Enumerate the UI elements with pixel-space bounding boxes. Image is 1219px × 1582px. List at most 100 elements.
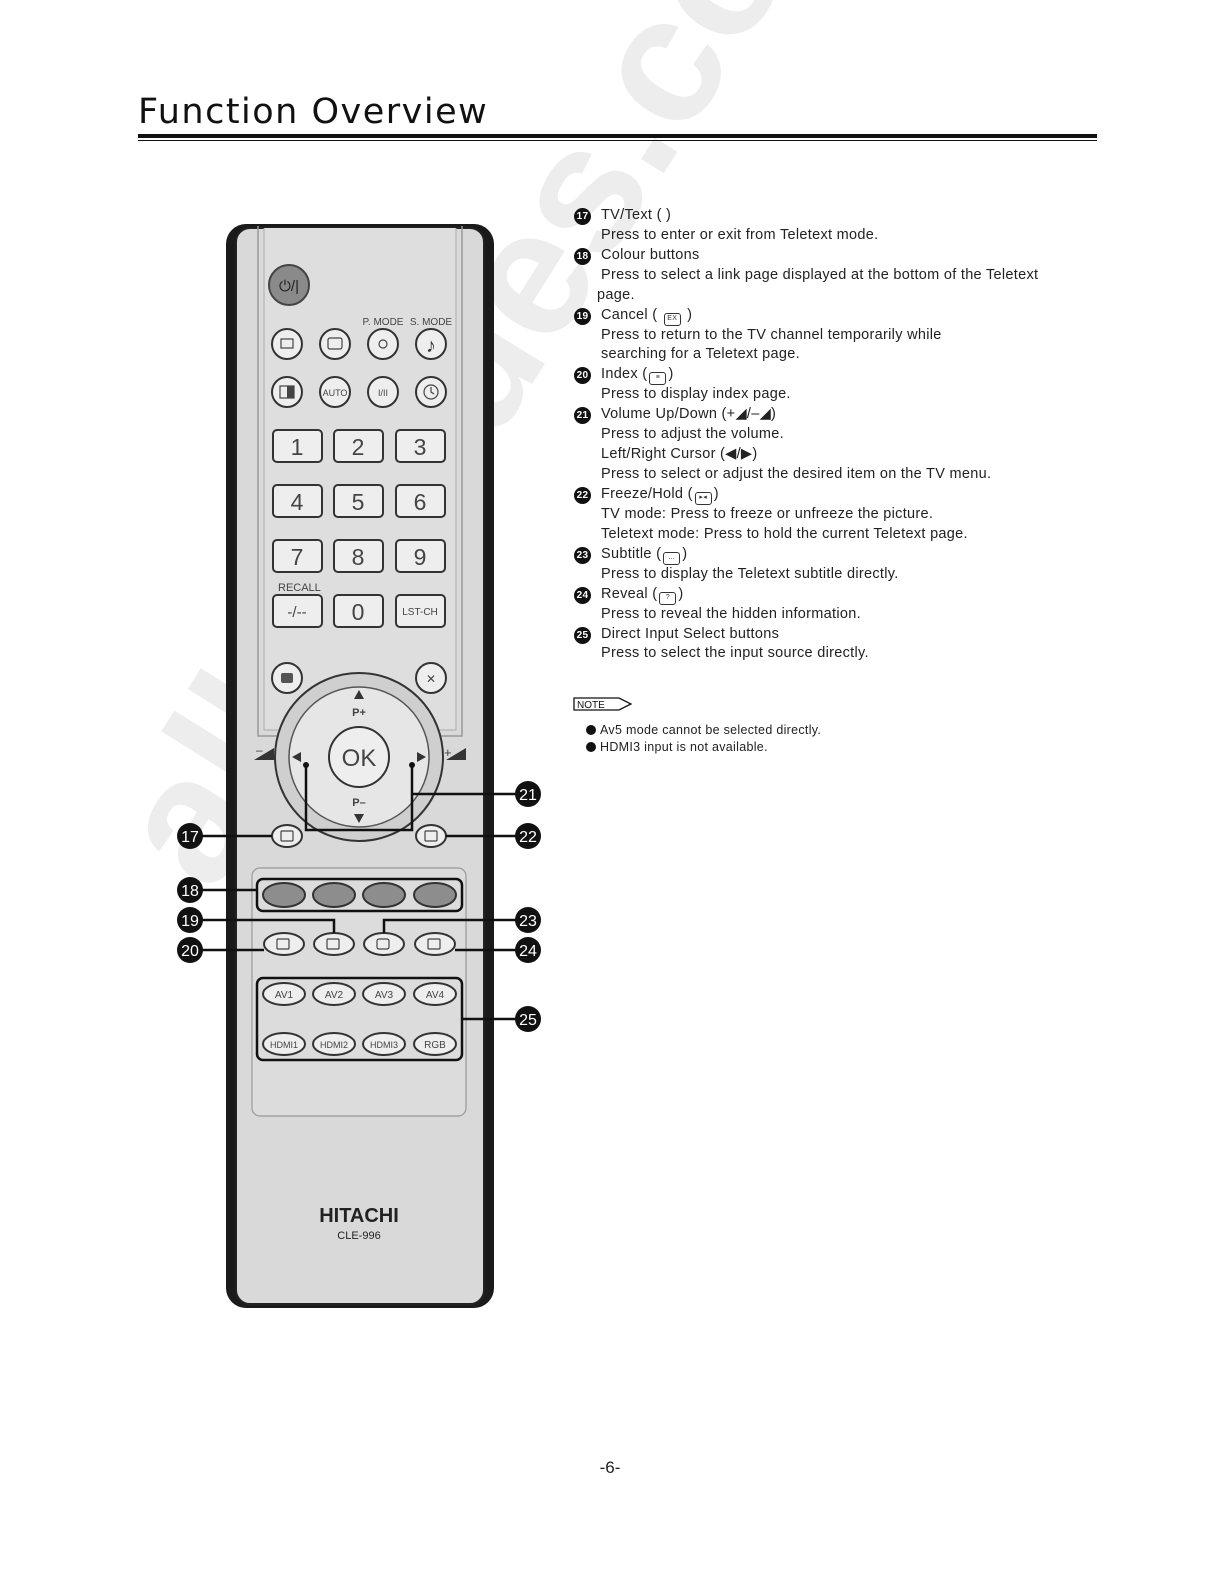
callout-25: 25 bbox=[515, 1006, 541, 1032]
left-arrow-icon[interactable] bbox=[292, 752, 301, 762]
svg-text:23: 23 bbox=[519, 913, 537, 930]
clock-icon bbox=[430, 387, 435, 395]
hdmi1-button[interactable]: HDMI1 bbox=[262, 1032, 306, 1056]
cancel-button[interactable] bbox=[313, 932, 355, 956]
down-arrow-icon[interactable] bbox=[354, 814, 364, 823]
yellow-button[interactable] bbox=[362, 882, 406, 908]
green-button[interactable] bbox=[312, 882, 356, 908]
rgb-button[interactable]: RGB bbox=[413, 1032, 457, 1056]
sound-mode-button[interactable]: ♪ bbox=[415, 328, 447, 360]
right-arrow-icon[interactable] bbox=[417, 752, 426, 762]
svg-text:25: 25 bbox=[519, 1012, 537, 1029]
digit-5-button[interactable]: 5 bbox=[333, 484, 384, 518]
svg-text:19: 19 bbox=[181, 913, 199, 930]
red-button[interactable] bbox=[262, 882, 306, 908]
svg-text:RGB: RGB bbox=[424, 1040, 446, 1051]
callout-22: 22 bbox=[515, 823, 541, 849]
svg-text:HDMI1: HDMI1 bbox=[270, 1040, 298, 1050]
index-icon: ≡ bbox=[649, 372, 667, 386]
svg-text:22: 22 bbox=[519, 829, 537, 846]
av4-button[interactable]: AV4 bbox=[413, 982, 457, 1006]
svg-text:AV4: AV4 bbox=[426, 990, 445, 1001]
digit-0-button[interactable]: 0 bbox=[333, 594, 384, 628]
digit-3-button[interactable]: 3 bbox=[395, 429, 446, 463]
aspect-button[interactable] bbox=[271, 376, 303, 408]
hold-button[interactable] bbox=[415, 824, 447, 848]
tv-text-button[interactable] bbox=[271, 824, 303, 848]
svg-text:AV1: AV1 bbox=[275, 990, 294, 1001]
volume-up-icon[interactable] bbox=[446, 748, 466, 760]
svg-text:4: 4 bbox=[291, 489, 304, 515]
music-note-icon: ♪ bbox=[426, 335, 436, 357]
audio-mode-button[interactable]: I/II bbox=[367, 376, 399, 408]
volume-down-icon[interactable] bbox=[254, 748, 274, 760]
mute-button[interactable]: ✕ bbox=[415, 662, 447, 694]
subtitle-icon: ... bbox=[663, 551, 681, 565]
svg-text:9: 9 bbox=[414, 544, 427, 570]
ok-button[interactable] bbox=[328, 726, 390, 788]
mute-icon: ✕ bbox=[426, 672, 436, 686]
subtitle-button[interactable] bbox=[363, 932, 405, 956]
note-list: Av5 mode cannot be selected directly. HD… bbox=[586, 722, 821, 756]
digit-2-button[interactable]: 2 bbox=[333, 429, 384, 463]
digit-4-button[interactable]: 4 bbox=[272, 484, 323, 518]
index-button[interactable] bbox=[263, 932, 305, 956]
callout-23: 23 bbox=[515, 907, 541, 933]
hdmi3-button[interactable]: HDMI3 bbox=[362, 1032, 406, 1056]
svg-text:AUTO: AUTO bbox=[323, 388, 348, 398]
up-arrow-icon[interactable] bbox=[354, 690, 364, 699]
svg-text:P+: P+ bbox=[352, 707, 366, 719]
digit-9-button[interactable]: 9 bbox=[395, 539, 446, 573]
auto-button[interactable]: AUTO bbox=[319, 376, 351, 408]
source-button[interactable] bbox=[271, 328, 303, 360]
hold-icon: ▸◂ bbox=[694, 491, 712, 505]
svg-text:21: 21 bbox=[519, 787, 537, 804]
svg-text:24: 24 bbox=[519, 943, 537, 960]
menu-button[interactable] bbox=[319, 328, 351, 360]
digit-6-button[interactable]: 6 bbox=[395, 484, 446, 518]
digit-8-button[interactable]: 8 bbox=[333, 539, 384, 573]
svg-text:6: 6 bbox=[414, 489, 427, 515]
svg-text:17: 17 bbox=[181, 829, 199, 846]
hdmi2-button[interactable]: HDMI2 bbox=[312, 1032, 356, 1056]
last-channel-button[interactable]: LST-CH bbox=[395, 594, 446, 628]
page-title: Function Overview bbox=[138, 92, 489, 132]
av1-button[interactable]: AV1 bbox=[262, 982, 306, 1006]
page-number: -6- bbox=[599, 1458, 621, 1477]
picture-mode-button[interactable] bbox=[367, 328, 399, 360]
reveal-icon: ? bbox=[659, 591, 677, 605]
sleep-button[interactable] bbox=[415, 376, 447, 408]
svg-text:AV3: AV3 bbox=[375, 990, 394, 1001]
callout-18: 18 bbox=[177, 877, 203, 903]
svg-text:HDMI2: HDMI2 bbox=[320, 1040, 348, 1050]
ok-label: OK bbox=[342, 745, 377, 772]
svg-text:3: 3 bbox=[414, 434, 427, 460]
blue-button[interactable] bbox=[413, 882, 457, 908]
av3-button[interactable]: AV3 bbox=[362, 982, 406, 1006]
digit-1-button[interactable]: 1 bbox=[272, 429, 323, 463]
av2-button[interactable]: AV2 bbox=[312, 982, 356, 1006]
digit-7-button[interactable]: 7 bbox=[272, 539, 323, 573]
svg-text:18: 18 bbox=[181, 883, 199, 900]
svg-text:5: 5 bbox=[352, 489, 365, 515]
display-button[interactable] bbox=[271, 662, 303, 694]
power-button[interactable] bbox=[268, 264, 310, 306]
svg-text:–: – bbox=[256, 743, 263, 757]
dash-button[interactable]: -/-- bbox=[272, 594, 323, 628]
remote-control-illustration: ⏻/| P. MODE S. MODE ♪ AUTO I/II 1 2 3 4 … bbox=[177, 224, 541, 1308]
callout-19: 19 bbox=[177, 907, 203, 933]
svg-text:AV2: AV2 bbox=[325, 990, 344, 1001]
svg-text:7: 7 bbox=[291, 544, 304, 570]
reveal-button[interactable] bbox=[414, 932, 456, 956]
svg-text:P–: P– bbox=[352, 797, 365, 809]
svg-text:I/II: I/II bbox=[378, 388, 388, 398]
svg-text:8: 8 bbox=[352, 544, 365, 570]
